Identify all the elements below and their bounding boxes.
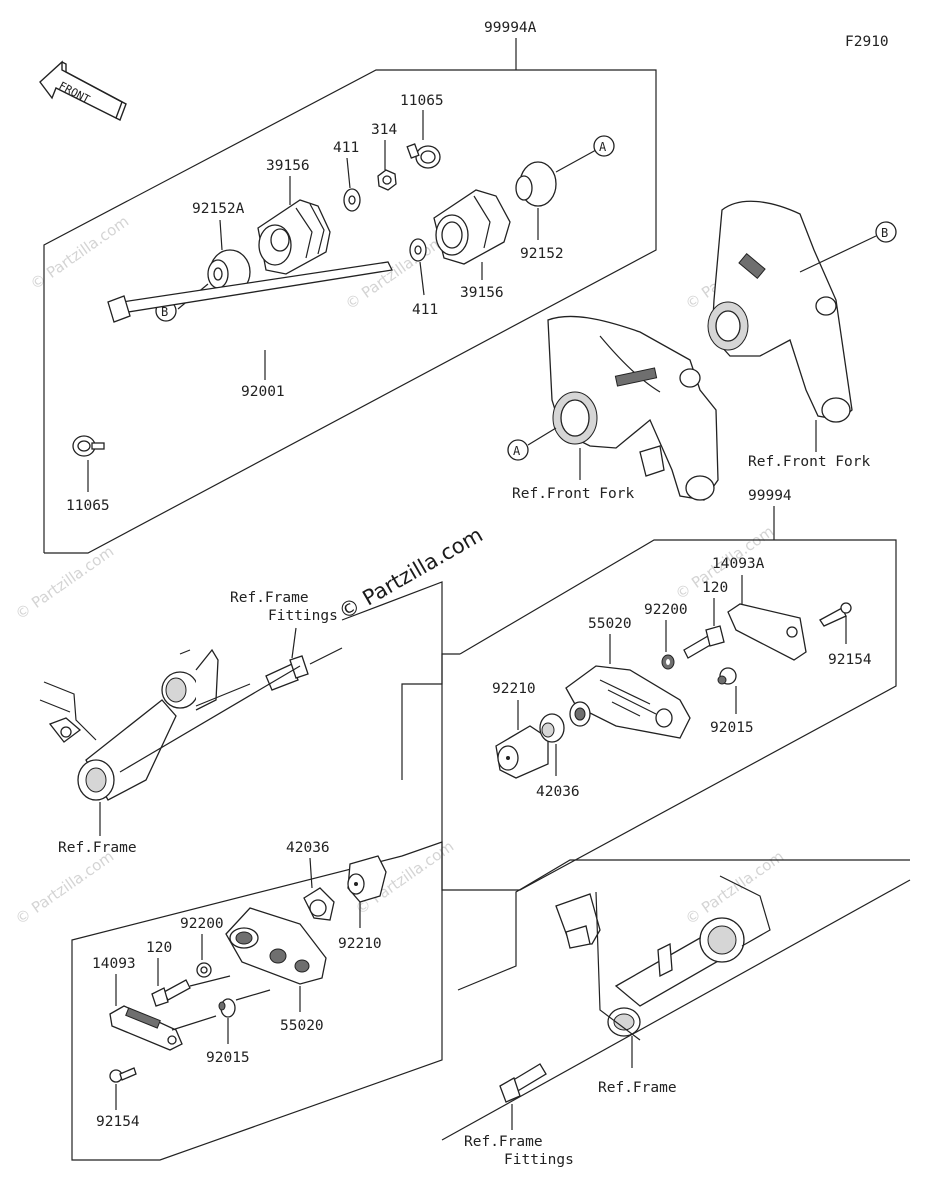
label-120-right: 120	[702, 580, 728, 596]
callout-a-top: A	[593, 135, 615, 157]
label-ref-front-fork-right: Ref.Front Fork	[748, 454, 870, 470]
frame-left	[39, 648, 301, 801]
plate-14093-left	[109, 1005, 183, 1051]
label-ref-frame-fittings-top-2: Fittings	[268, 608, 338, 624]
label-ref-frame-right: Ref.Frame	[598, 1080, 677, 1096]
washer-92200-left	[196, 962, 212, 978]
circlip-11065-bottom	[72, 435, 105, 457]
spacer-92210-left	[347, 855, 387, 903]
svg-text:A: A	[513, 444, 521, 458]
label-411-bottom: 411	[412, 302, 438, 318]
svg-text:B: B	[161, 305, 168, 319]
label-411-top: 411	[333, 140, 359, 156]
label-11065-bottom: 11065	[66, 498, 110, 514]
screw-92154-left	[109, 1067, 137, 1083]
label-92001: 92001	[241, 384, 285, 400]
label-92015-left: 92015	[206, 1050, 250, 1066]
label-55020-left: 55020	[280, 1018, 324, 1034]
label-99994A: 99994A	[484, 20, 537, 36]
label-92015-right: 92015	[710, 720, 754, 736]
label-ref-frame-fittings-top-1: Ref.Frame	[230, 590, 309, 606]
label-92152A: 92152A	[192, 201, 245, 217]
collar-92152	[515, 161, 557, 207]
watermark: © Partzilla.com	[12, 847, 117, 928]
label-55020-right: 55020	[588, 616, 632, 632]
collar-92015-right	[717, 667, 737, 685]
plate-14093A	[727, 603, 807, 661]
circlip-11065-top	[406, 143, 441, 169]
label-92200-right: 92200	[644, 602, 688, 618]
label-314: 314	[371, 122, 397, 138]
label-ref-front-fork-left: Ref.Front Fork	[512, 486, 634, 502]
front-fork-left	[547, 315, 719, 501]
callout-b-right: B	[875, 221, 897, 243]
bolt-frame-fitting-bottom	[499, 1063, 547, 1103]
watermark-center: © Partzilla.com	[335, 523, 487, 625]
label-99994: 99994	[748, 488, 792, 504]
frame-right	[555, 875, 771, 1041]
label-92154-right: 92154	[828, 652, 872, 668]
kit-frame-top	[43, 69, 657, 554]
screw-92154-right	[819, 602, 852, 627]
washer-411-bottom	[409, 238, 427, 262]
label-ref-frame-left: Ref.Frame	[58, 840, 137, 856]
label-39156-right: 39156	[460, 285, 504, 301]
label-120-left: 120	[146, 940, 172, 956]
label-92200-left: 92200	[180, 916, 224, 932]
front-arrow-icon: FRONT	[39, 60, 127, 121]
svg-text:B: B	[881, 226, 888, 240]
slider-39156-right	[433, 189, 511, 265]
label-92154-left: 92154	[96, 1114, 140, 1130]
label-39156-left: 39156	[266, 158, 310, 174]
label-92152: 92152	[520, 246, 564, 262]
label-42036-right: 42036	[536, 784, 580, 800]
spacer-92210-right	[495, 725, 549, 779]
pad-42036-left	[303, 887, 335, 921]
collar-92015-left	[218, 998, 236, 1018]
washer-92200-right	[661, 654, 675, 670]
nut-314	[377, 169, 397, 191]
slider-39156-left	[257, 199, 331, 275]
label-ref-frame-fittings-bottom-2: Fittings	[504, 1152, 574, 1168]
pad-42036-right	[539, 713, 565, 743]
watermark: © Partzilla.com	[12, 542, 117, 623]
collar-92152A	[207, 249, 251, 295]
watermark: © Partzilla.com	[682, 847, 787, 928]
front-fork-right	[707, 200, 853, 423]
label-14093-left: 14093	[92, 956, 136, 972]
callout-a-bottom: A	[507, 439, 529, 461]
label-92210-left: 92210	[338, 936, 382, 952]
washer-411-top	[343, 188, 361, 212]
label-14093A: 14093A	[712, 556, 765, 572]
label-11065-top: 11065	[400, 93, 444, 109]
svg-text:A: A	[599, 140, 607, 154]
bolt-120-right	[683, 625, 725, 659]
bolt-120-left	[151, 979, 191, 1007]
watermark: © Partzilla.com	[27, 212, 132, 293]
label-92210-right: 92210	[492, 681, 536, 697]
figure-code: F2910	[845, 34, 889, 50]
slider-body-55020-left	[225, 907, 327, 985]
label-ref-frame-fittings-bottom-1: Ref.Frame	[464, 1134, 543, 1150]
label-42036-left: 42036	[286, 840, 330, 856]
bolt-92001	[107, 261, 393, 323]
slider-body-55020-right	[565, 665, 691, 739]
